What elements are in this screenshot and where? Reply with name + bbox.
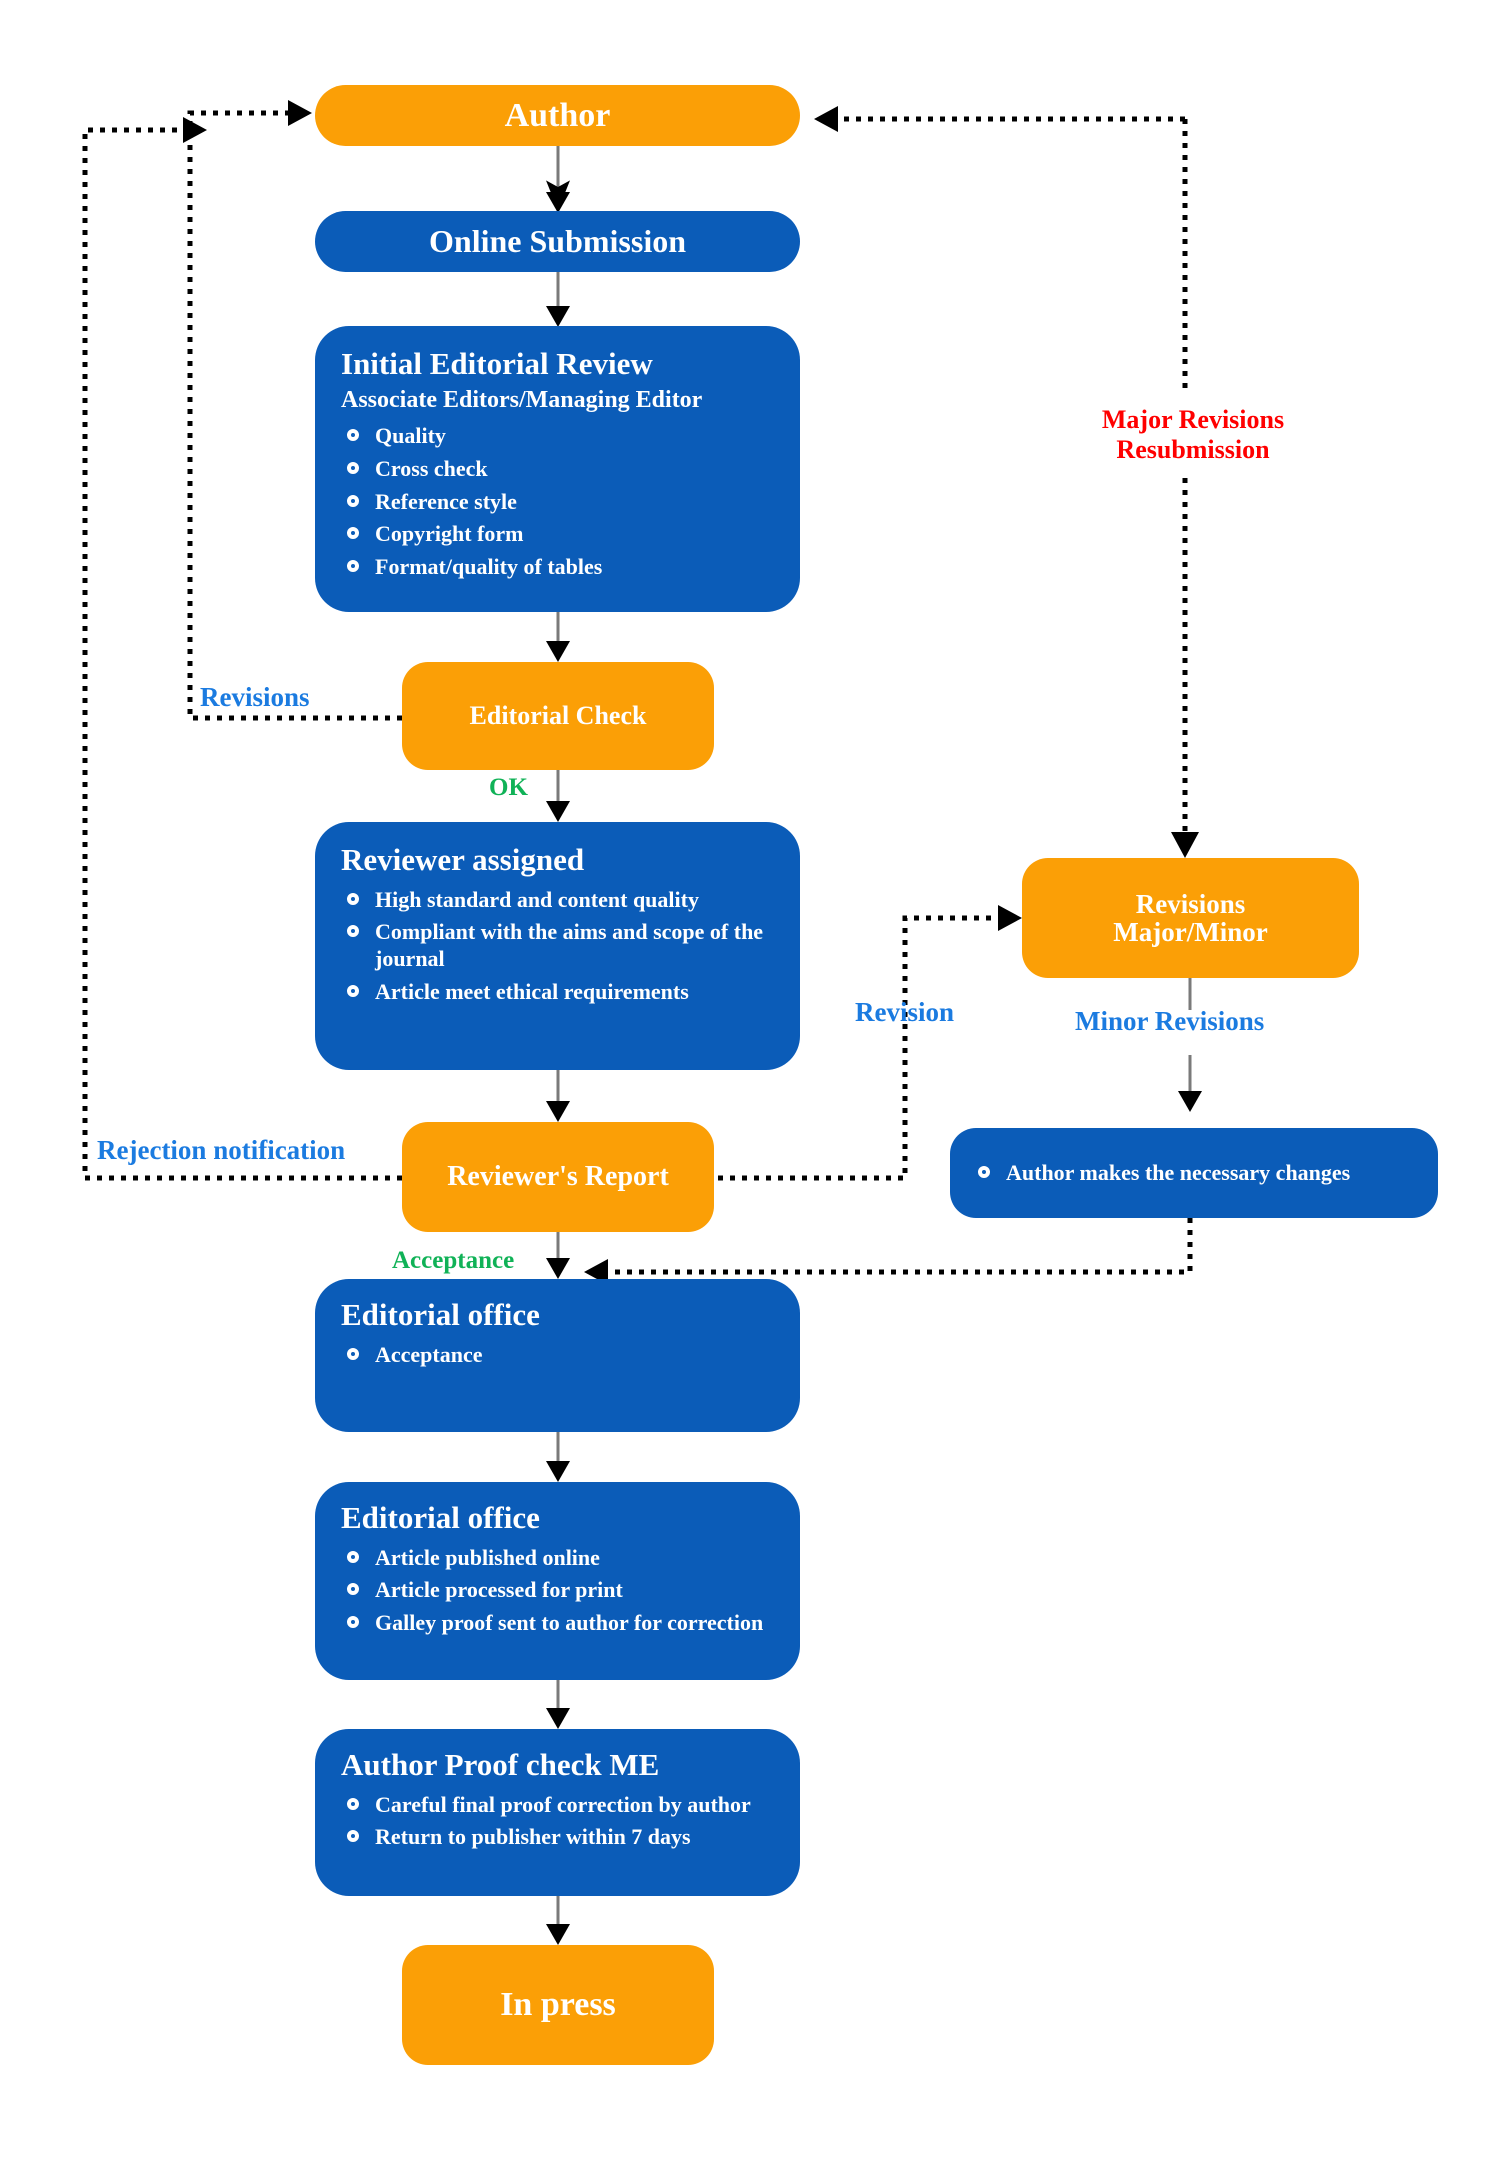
node-reviewers-report-title: Reviewer's Report bbox=[447, 1161, 669, 1193]
edge-rejection-notification-to-author bbox=[82, 117, 402, 1181]
edge-major-revisions-resubmission bbox=[814, 106, 1199, 858]
node-author-makes-changes[interactable]: Author makes the necessary changes bbox=[950, 1128, 1438, 1218]
bullet-ring-icon bbox=[347, 1830, 359, 1843]
list-item-label: High standard and content quality bbox=[375, 886, 699, 912]
list-item-label: Galley proof sent to author for correcti… bbox=[375, 1610, 764, 1636]
edge-label-major-revisions-resubmission: Major Revisions Resubmission bbox=[1101, 405, 1285, 464]
list-item: Quality bbox=[341, 423, 774, 450]
author-proof-check-bullet-list: Careful final proof correction by author… bbox=[341, 1792, 774, 1852]
list-item-label: Cross check bbox=[375, 455, 488, 481]
node-author-proof-check-title: Author Proof check ME bbox=[341, 1747, 660, 1782]
bullet-ring-icon bbox=[347, 1616, 359, 1629]
list-item: Author makes the necessary changes bbox=[972, 1160, 1416, 1187]
node-revisions-major-minor[interactable]: Revisions Major/Minor bbox=[1022, 858, 1359, 978]
bullet-ring-icon bbox=[347, 985, 359, 998]
node-reviewers-report[interactable]: Reviewer's Report bbox=[402, 1122, 714, 1232]
bullet-ring-icon bbox=[347, 925, 359, 938]
edge-author-to-online-submission bbox=[546, 146, 570, 213]
editorial-office-acceptance-bullet-list: Acceptance bbox=[341, 1342, 774, 1369]
edge-label-acceptance: Acceptance bbox=[392, 1247, 515, 1274]
edge-label-rejection-notification: Rejection notification bbox=[97, 1135, 346, 1165]
edge-label-ok: OK bbox=[489, 774, 528, 801]
node-online-submission[interactable]: Online Submission bbox=[315, 211, 800, 272]
bullet-ring-icon bbox=[347, 1550, 359, 1563]
node-editorial-check[interactable]: Editorial Check bbox=[402, 662, 714, 770]
edge-initial-review-to-editorial-check bbox=[546, 612, 570, 662]
node-revisions-major-minor-title: Revisions Major/Minor bbox=[1113, 888, 1268, 947]
node-editorial-office-production[interactable]: Editorial office Article published onlin… bbox=[315, 1482, 800, 1680]
edge-reviewers-report-to-editorial-office bbox=[546, 1232, 570, 1279]
bullet-ring-icon bbox=[347, 1797, 359, 1810]
list-item: Compliant with the aims and scope of the… bbox=[341, 919, 774, 973]
list-item: Reference style bbox=[341, 489, 774, 516]
list-item-label: Article meet ethical requirements bbox=[375, 979, 689, 1005]
node-initial-editorial-review-title: Initial Editorial Review bbox=[341, 346, 653, 381]
node-reviewer-assigned[interactable]: Reviewer assigned High standard and cont… bbox=[315, 822, 800, 1070]
edge-editorial-check-to-reviewer-assigned bbox=[546, 770, 570, 822]
node-in-press[interactable]: In press bbox=[402, 1945, 714, 2065]
bullet-ring-icon bbox=[347, 494, 359, 507]
list-item-label: Return to publisher within 7 days bbox=[375, 1824, 691, 1850]
node-online-submission-title: Online Submission bbox=[429, 222, 686, 259]
edge-reviewer-assigned-to-reviewers-report bbox=[546, 1070, 570, 1122]
node-initial-editorial-review[interactable]: Initial Editorial Review Associate Edito… bbox=[315, 326, 800, 612]
list-item: Acceptance bbox=[341, 1342, 774, 1369]
list-item: Format/quality of tables bbox=[341, 554, 774, 581]
node-editorial-office-production-title: Editorial office bbox=[341, 1500, 540, 1535]
edge-production-to-author-proof-check bbox=[546, 1680, 570, 1729]
node-editorial-check-title: Editorial Check bbox=[469, 701, 647, 731]
bullet-ring-icon bbox=[347, 560, 359, 573]
edge-label-revisions: Revisions bbox=[200, 682, 310, 712]
list-item: Copyright form bbox=[341, 521, 774, 548]
edge-revision-to-revisions-major-minor bbox=[718, 905, 1022, 1181]
node-author-proof-check[interactable]: Author Proof check ME Careful final proo… bbox=[315, 1729, 800, 1896]
list-item-label: Article processed for print bbox=[375, 1577, 623, 1603]
list-item-label: Copyright form bbox=[375, 521, 524, 547]
list-item-label: Author makes the necessary changes bbox=[1006, 1159, 1351, 1185]
bullet-ring-icon bbox=[347, 527, 359, 540]
node-in-press-title: In press bbox=[500, 1986, 616, 2024]
list-item: Article meet ethical requirements bbox=[341, 979, 774, 1006]
list-item: High standard and content quality bbox=[341, 887, 774, 914]
bullet-ring-icon bbox=[978, 1165, 990, 1178]
node-author-title: Author bbox=[504, 96, 611, 134]
list-item-label: Article published online bbox=[375, 1544, 600, 1570]
edge-revisions-to-author-changes bbox=[1178, 978, 1202, 1112]
bullet-ring-icon bbox=[347, 461, 359, 474]
list-item: Article processed for print bbox=[341, 1577, 774, 1604]
list-item: Galley proof sent to author for correcti… bbox=[341, 1610, 774, 1637]
edge-online-submission-to-initial-review bbox=[546, 272, 570, 327]
author-changes-bullet-list: Author makes the necessary changes bbox=[972, 1160, 1416, 1187]
list-item-label: Reference style bbox=[375, 488, 517, 514]
list-item: Careful final proof correction by author bbox=[341, 1792, 774, 1819]
node-author[interactable]: Author bbox=[315, 85, 800, 146]
node-initial-editorial-review-subtitle: Associate Editors/Managing Editor bbox=[341, 386, 703, 413]
list-item: Article published online bbox=[341, 1545, 774, 1572]
bullet-ring-icon bbox=[347, 1347, 359, 1360]
list-item: Cross check bbox=[341, 456, 774, 483]
list-item: Return to publisher within 7 days bbox=[341, 1824, 774, 1851]
node-editorial-office-acceptance-title: Editorial office bbox=[341, 1297, 540, 1332]
edge-label-minor-revisions: Minor Revisions bbox=[1075, 1006, 1265, 1036]
bullet-ring-icon bbox=[347, 1583, 359, 1596]
edge-revisions-loop-to-author bbox=[187, 100, 402, 721]
edge-author-changes-to-editorial-office bbox=[584, 1218, 1193, 1285]
list-item-label: Format/quality of tables bbox=[375, 554, 603, 580]
list-item-label: Careful final proof correction by author bbox=[375, 1791, 751, 1817]
list-item-label: Quality bbox=[375, 422, 446, 448]
node-editorial-office-acceptance[interactable]: Editorial office Acceptance bbox=[315, 1279, 800, 1432]
edge-author-proof-check-to-in-press bbox=[546, 1896, 570, 1945]
node-reviewer-assigned-title: Reviewer assigned bbox=[341, 842, 585, 877]
edge-label-revision: Revision bbox=[855, 997, 955, 1027]
bullet-ring-icon bbox=[347, 892, 359, 905]
edge-editorial-office-to-production bbox=[546, 1432, 570, 1482]
list-item-label: Compliant with the aims and scope of the… bbox=[375, 919, 764, 972]
bullet-ring-icon bbox=[347, 428, 359, 441]
list-item-label: Acceptance bbox=[375, 1341, 483, 1367]
